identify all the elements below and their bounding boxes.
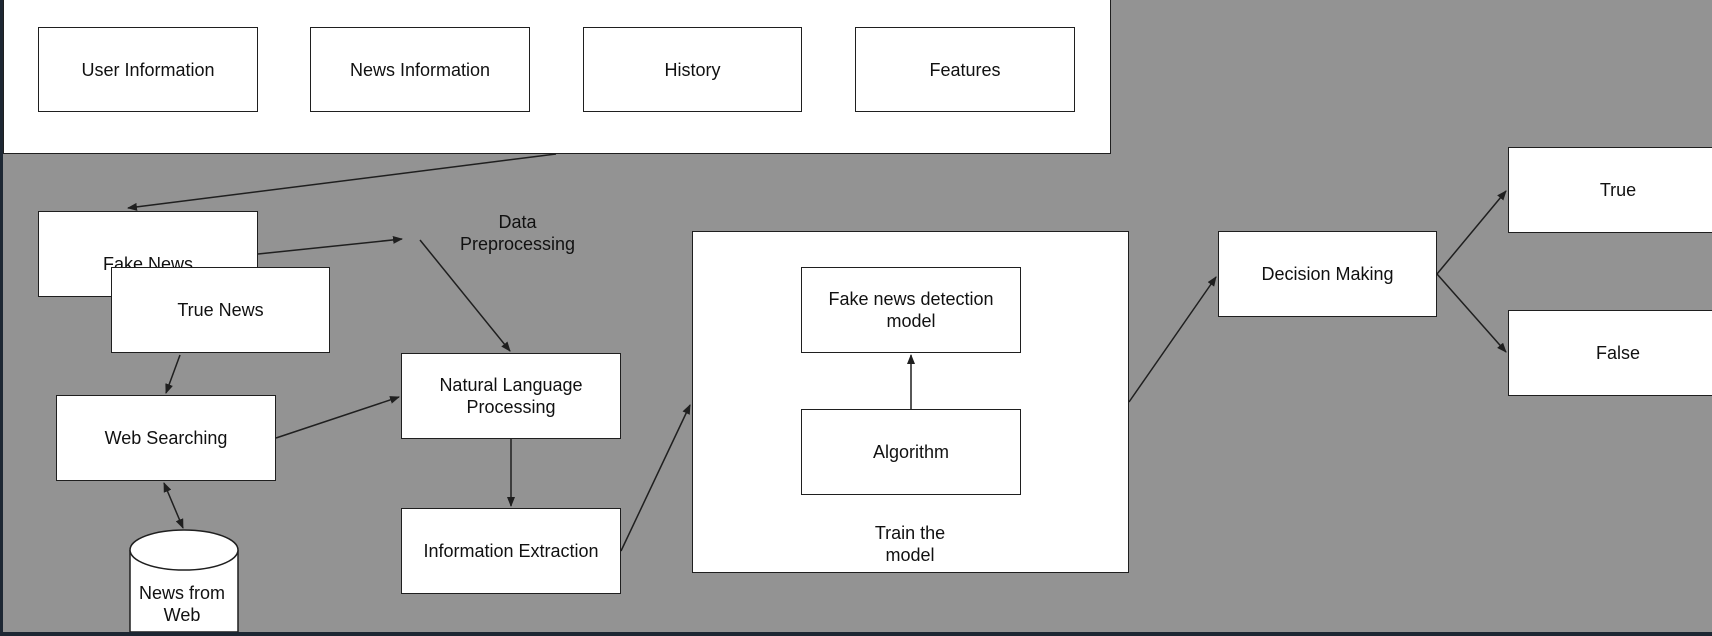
node-false: False bbox=[1508, 310, 1712, 396]
edge-fake-news-to-preprocessing bbox=[257, 235, 403, 255]
edge-preprocessing-to-nlp bbox=[419, 239, 511, 352]
edge-web-searching-to-nlp bbox=[275, 396, 400, 439]
edge-training-to-decision bbox=[1128, 276, 1217, 403]
edge-panel-to-fake-news bbox=[127, 153, 557, 211]
node-news-from-web: News from Web bbox=[138, 583, 225, 625]
edge-decision-to-true bbox=[1436, 190, 1507, 275]
node-true: True bbox=[1508, 147, 1712, 233]
node-information-extraction: Information Extraction bbox=[401, 508, 621, 594]
node-algorithm: Algorithm bbox=[801, 409, 1021, 495]
label-train-the-model: Train the model bbox=[874, 523, 946, 565]
node-natural-language-processing: Natural Language Processing bbox=[401, 353, 621, 439]
edge-decision-to-false bbox=[1436, 273, 1507, 353]
database-cylinder bbox=[129, 529, 239, 633]
edge-true-news-to-web-searching bbox=[165, 354, 181, 394]
node-history: History bbox=[583, 27, 802, 112]
window-frame-left bbox=[0, 0, 3, 636]
node-decision-making: Decision Making bbox=[1218, 231, 1437, 317]
node-web-searching: Web Searching bbox=[56, 395, 276, 481]
label-data-preprocessing: Data Preprocessing bbox=[459, 212, 576, 254]
node-true-news: True News bbox=[111, 267, 330, 353]
node-news-information: News Information bbox=[310, 27, 530, 112]
node-user-information: User Information bbox=[38, 27, 258, 112]
node-features: Features bbox=[855, 27, 1075, 112]
edge-extraction-to-training bbox=[620, 404, 691, 552]
window-frame-bottom bbox=[0, 632, 1712, 636]
edge-web-searching-db bbox=[163, 482, 184, 529]
node-fake-news-detection-model: Fake news detection model bbox=[801, 267, 1021, 353]
